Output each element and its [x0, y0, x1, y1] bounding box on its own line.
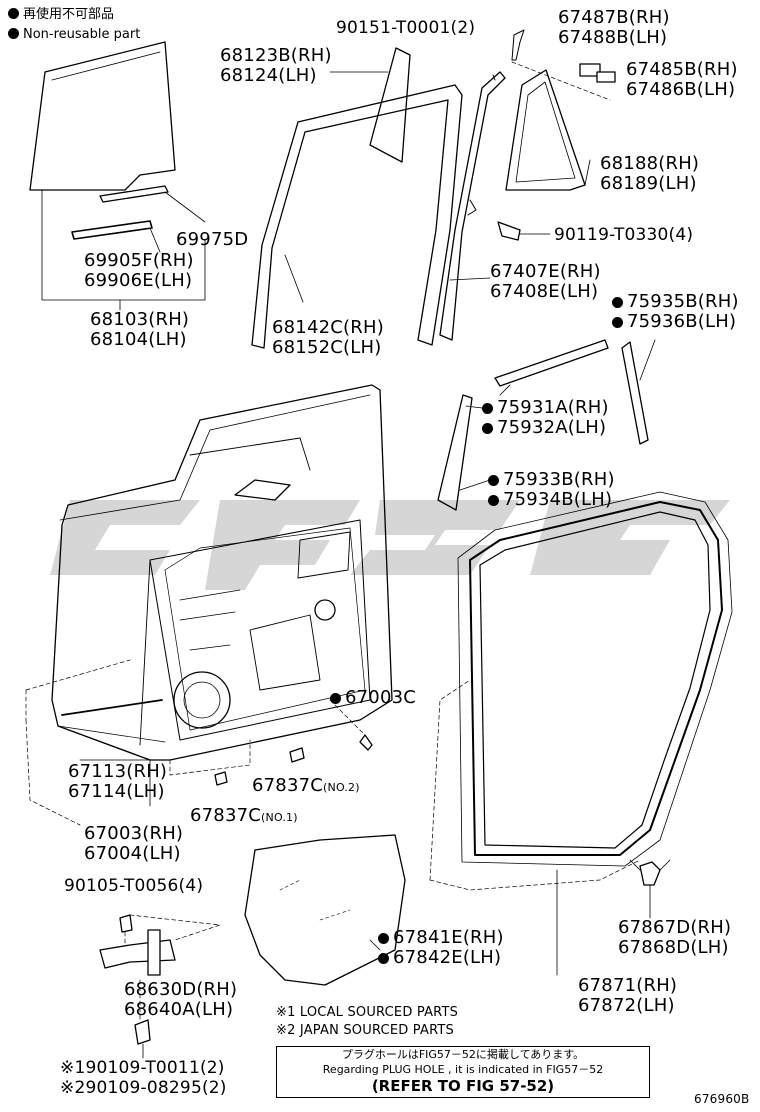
non-reusable-icon	[612, 297, 623, 308]
note-japan-sourced: ※2 JAPAN SOURCED PARTS	[276, 1023, 454, 1038]
figure-id: 676960B	[694, 1092, 750, 1106]
quarter-glass	[505, 69, 586, 191]
non-reusable-icon	[488, 475, 499, 486]
label-67003c[interactable]: 67003C	[330, 688, 416, 708]
label-68123[interactable]: 68123B(RH) 68124(LH)	[220, 45, 332, 86]
frame-molding	[369, 47, 411, 163]
label-67003[interactable]: 67003(RH) 67004(LH)	[84, 823, 184, 864]
note-local-sourced: ※1 LOCAL SOURCED PARTS	[276, 1005, 459, 1020]
label-67487[interactable]: 67487B(RH) 67488B(LH)	[558, 7, 670, 48]
label-67113[interactable]: 67113(RH) 67114(LH)	[68, 761, 168, 802]
non-reusable-icon	[482, 423, 493, 434]
label-68188[interactable]: 68188(RH) 68189(LH)	[600, 153, 700, 194]
label-67407[interactable]: 67407E(RH) 67408E(LH)	[490, 261, 601, 302]
division-bar	[439, 71, 506, 341]
non-reusable-icon	[488, 495, 499, 506]
non-reusable-icon	[482, 403, 493, 414]
label-90119[interactable]: 90119-T0330(4)	[554, 225, 694, 245]
label-68630[interactable]: 68630D(RH) 68640A(LH)	[124, 979, 238, 1020]
glass-channel-rear	[71, 220, 153, 240]
label-75935[interactable]: 75935B(RH) 75936B(LH)	[612, 292, 739, 332]
non-reusable-icon	[612, 317, 623, 328]
label-67837-no1[interactable]: 67837C(NO.1)	[190, 805, 298, 826]
label-67841[interactable]: 67841E(RH) 67842E(LH)	[378, 928, 504, 968]
glass-run	[251, 84, 463, 349]
rear-pillar-garnish	[621, 341, 649, 445]
label-68103[interactable]: 68103(RH) 68104(LH)	[90, 309, 190, 350]
door-glass	[29, 41, 176, 191]
non-reusable-icon	[378, 953, 389, 964]
label-69905[interactable]: 69905F(RH) 69906E(LH)	[84, 250, 194, 291]
label-69975[interactable]: 69975D	[176, 229, 249, 250]
glass-channel-front	[99, 185, 169, 203]
ref-note-en: Regarding PLUG HOLE , it is indicated in…	[322, 1063, 604, 1076]
label-68142[interactable]: 68142C(RH) 68152C(LH)	[272, 317, 384, 358]
watermark-logo	[50, 500, 730, 590]
label-75931[interactable]: 75931A(RH) 75932A(LH)	[482, 398, 609, 438]
label-67837-no2[interactable]: 67837C(NO.2)	[252, 775, 360, 796]
legend-en: Non-reusable part	[8, 26, 140, 44]
label-75933[interactable]: 75933B(RH) 75934B(LH)	[488, 470, 615, 510]
door-weatherstrip-line	[61, 699, 163, 716]
label-67485[interactable]: 67485B(RH) 67486B(LH)	[626, 59, 738, 100]
label-67871[interactable]: 67871(RH) 67872(LH)	[578, 975, 678, 1016]
label-90151[interactable]: 90151-T0001(2)	[336, 18, 476, 38]
ref-figure-link[interactable]: (REFER TO FIG 57-52)	[371, 1077, 555, 1095]
non-reusable-icon	[330, 693, 341, 704]
bullet-icon	[8, 8, 19, 19]
label-67867[interactable]: 67867D(RH) 67868D(LH)	[618, 917, 732, 958]
non-reusable-icon	[378, 933, 389, 944]
door-hinge	[99, 914, 221, 1059]
bullet-icon	[8, 28, 19, 39]
label-90105[interactable]: 90105-T0056(4)	[64, 876, 204, 896]
plug-hole-reference-box: プラグホールはFIG57－52に掲載してあります。 Regarding PLUG…	[276, 1046, 650, 1098]
label-90109[interactable]: ※190109-T0011(2) ※290109-08295(2)	[60, 1058, 227, 1098]
center-pillar-garnish	[437, 394, 473, 511]
service-hole-cover	[244, 834, 406, 986]
ref-note-jp: プラグホールはFIG57－52に掲載してあります。	[341, 1048, 585, 1061]
door-opening-weatherstrip	[457, 491, 733, 867]
legend-jp: 再使用不可部品	[8, 6, 114, 24]
